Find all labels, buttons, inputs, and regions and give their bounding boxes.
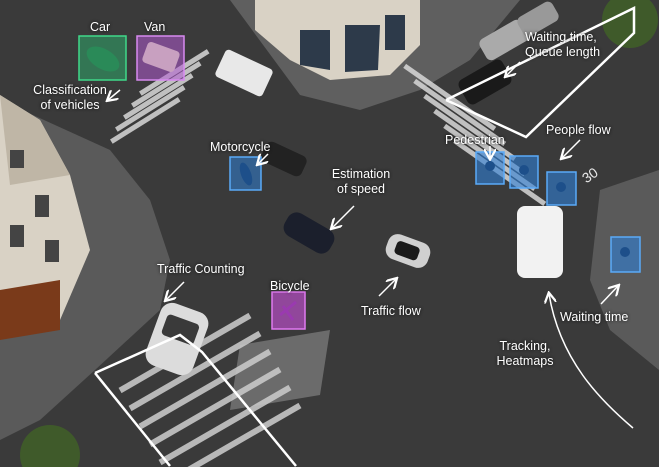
tree (20, 425, 80, 472)
label-van: Van (144, 20, 166, 34)
label-car: Car (90, 20, 111, 34)
pedestrian-icon (485, 161, 495, 171)
label-speed: Estimation of speed (331, 167, 391, 196)
arrow (258, 154, 268, 164)
white-van (517, 206, 563, 278)
label-waiting-time: Waiting time (560, 310, 629, 324)
building-top (255, 0, 420, 80)
tree (602, 0, 658, 48)
arrow (378, 279, 396, 297)
dark-car (261, 141, 307, 177)
label-bicycle: Bicycle (270, 279, 310, 293)
dark-sedan (283, 212, 335, 254)
bicycle-icon (279, 300, 297, 321)
arrow (600, 286, 618, 305)
label-tracking: Tracking, Heatmaps (496, 339, 554, 368)
label-pedestrian: Pedestrian (445, 133, 505, 147)
van-icon (142, 41, 180, 73)
bicycle-detection-box (271, 291, 306, 330)
arrow (332, 205, 355, 228)
arrow (108, 89, 121, 100)
arrow-curved (549, 294, 634, 429)
motorcycle-icon (239, 162, 253, 186)
white-truck (215, 49, 273, 97)
label-waiting-queue: Waiting time, Queue length (525, 30, 601, 59)
label-traffic-flow: Traffic flow (361, 304, 421, 318)
label-traffic-counting: Traffic Counting (157, 262, 245, 276)
label-motorcycle: Motorcycle (210, 140, 271, 154)
label-classification: Classification of vehicles (33, 83, 107, 112)
car-icon (86, 46, 120, 72)
queue-zone-outline (445, 5, 636, 139)
arrow (562, 139, 581, 158)
car-detection-box (78, 35, 127, 81)
arrow (166, 281, 185, 300)
label-people-flow: People flow (546, 123, 611, 137)
crosswalk-zone-outline (94, 333, 297, 467)
arrow (506, 61, 521, 76)
